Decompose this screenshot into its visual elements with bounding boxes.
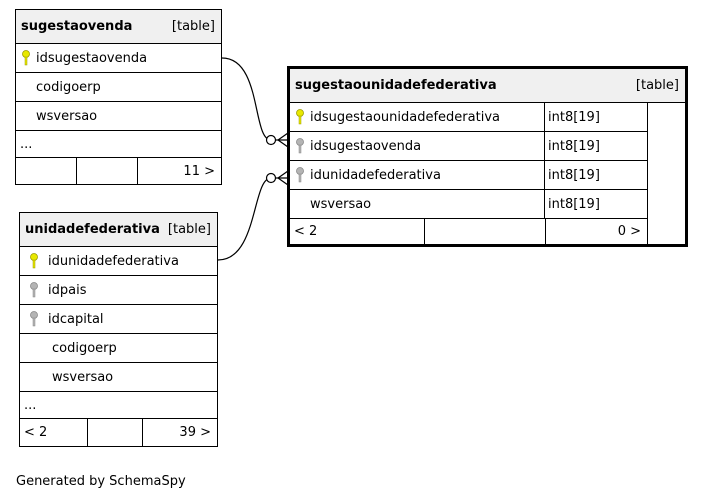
table-header: sugestaovenda [table]	[16, 10, 221, 44]
footer-parents[interactable]	[16, 158, 77, 185]
column-name: wsversao	[310, 196, 372, 212]
column-name: wsversao	[36, 108, 98, 124]
table-name: unidadefederativa	[25, 222, 160, 237]
column-row[interactable]: idsugestaovenda	[16, 44, 221, 73]
table-type-label: [table]	[635, 78, 679, 93]
column-name: idunidadefederativa	[48, 253, 179, 269]
ellipsis-row: ...	[20, 392, 217, 419]
column-row[interactable]: idpais	[20, 276, 217, 305]
edge-crowfoot	[276, 132, 289, 148]
column-type: int8[19]	[544, 132, 647, 160]
table-sugestaounidadefederativa[interactable]: sugestaounidadefederativa [table] idsuge…	[287, 66, 688, 247]
column-name: codigoerp	[36, 79, 101, 95]
column-row[interactable]: idunidadefederativa int8[19]	[290, 161, 647, 190]
column-type: int8[19]	[544, 103, 647, 131]
ellipsis-text: ...	[20, 136, 33, 152]
column-row[interactable]: codigoerp	[16, 73, 221, 102]
column-name: idsugestaovenda	[310, 138, 422, 154]
column-type: int8[19]	[544, 190, 647, 218]
table-sugestaovenda[interactable]: sugestaovenda [table] idsugestaovenda co…	[15, 9, 222, 185]
footer-children[interactable]: 11 >	[183, 164, 215, 179]
table-unidadefederativa[interactable]: unidadefederativa [table] idunidadefeder…	[19, 212, 218, 447]
table-footer: 11 >	[16, 158, 221, 185]
column-row[interactable]: wsversao	[16, 102, 221, 131]
footer-parents[interactable]: < 2	[290, 219, 425, 244]
primary-key-icon	[16, 44, 36, 72]
footer-parents[interactable]: < 2	[20, 419, 88, 446]
footer-middle	[88, 419, 143, 446]
table-name: sugestaounidadefederativa	[295, 78, 497, 93]
generated-by-credit: Generated by SchemaSpy	[16, 474, 186, 489]
column-row[interactable]: codigoerp	[20, 334, 217, 363]
edge-zero-marker	[265, 172, 277, 184]
table-footer: < 2 0 >	[290, 219, 647, 244]
column-name: idpais	[48, 282, 87, 298]
table-type-label: [table]	[171, 19, 215, 34]
table-footer: < 2 39 >	[20, 419, 217, 446]
footer-middle	[77, 158, 138, 185]
foreign-key-icon	[290, 161, 310, 189]
column-row[interactable]: idunidadefederativa	[20, 247, 217, 276]
column-row[interactable]: idsugestaovenda int8[19]	[290, 132, 647, 161]
column-row[interactable]: idsugestaounidadefederativa int8[19]	[290, 103, 647, 132]
footer-children[interactable]: 39 >	[179, 425, 211, 440]
footer-children[interactable]: 0 >	[617, 224, 641, 239]
primary-key-icon	[290, 103, 310, 131]
column-row[interactable]: wsversao	[20, 363, 217, 392]
ellipsis-row: ...	[16, 131, 221, 158]
table-type-label: [table]	[167, 222, 211, 237]
column-name: idsugestaovenda	[36, 50, 148, 66]
foreign-key-icon	[290, 132, 310, 160]
edge-sugestaovenda-to-sugestaounidadefederativa	[221, 57, 288, 141]
column-row[interactable]: wsversao int8[19]	[290, 190, 647, 219]
column-name: idcapital	[48, 311, 104, 327]
column-row[interactable]: idcapital	[20, 305, 217, 334]
column-name: codigoerp	[52, 340, 117, 356]
column-name: idunidadefederativa	[310, 167, 441, 183]
edge-zero-marker	[265, 134, 277, 146]
edge-crowfoot	[276, 170, 289, 186]
foreign-key-icon	[20, 305, 48, 333]
column-type: int8[19]	[544, 161, 647, 189]
ellipsis-text: ...	[24, 397, 37, 413]
table-header: unidadefederativa [table]	[20, 213, 217, 247]
table-header: sugestaounidadefederativa [table]	[290, 69, 685, 103]
column-name: idsugestaounidadefederativa	[310, 109, 500, 125]
table-name: sugestaovenda	[21, 19, 133, 34]
footer-middle	[425, 219, 546, 244]
foreign-key-icon	[20, 276, 48, 304]
primary-key-icon	[20, 247, 48, 275]
edge-unidadefederativa-to-sugestaounidadefederativa	[217, 177, 288, 261]
column-name: wsversao	[52, 369, 114, 385]
